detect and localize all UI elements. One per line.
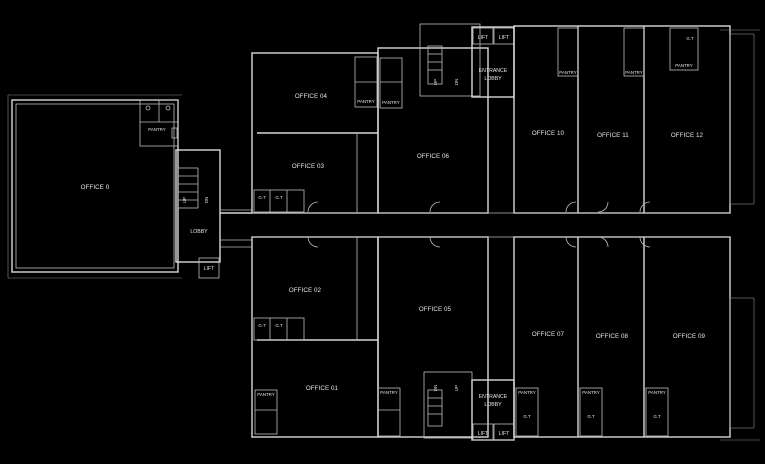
- office-08-label: OFFICE 08: [596, 333, 629, 340]
- gt-label-office-08: G.T: [587, 414, 595, 419]
- office-09-label: OFFICE 09: [673, 333, 706, 340]
- dn-label-lobby: DN: [204, 197, 209, 203]
- lift-label-top-1: LIFT: [478, 35, 489, 41]
- pantry-label-office-10: PANTRY: [559, 70, 576, 75]
- pantry-label-office-11: PANTRY: [625, 70, 642, 75]
- up-label-lobby: UP: [182, 197, 187, 203]
- lift-label-top-2: LIFT: [499, 35, 510, 41]
- left-column-block: [251, 52, 379, 438]
- entrance-lobby-top-line2: LOBBY: [484, 76, 502, 82]
- lift-label-bottom-2: LIFT: [499, 431, 510, 437]
- office-04-label: OFFICE 04: [295, 93, 328, 100]
- gt-label-office-02a: G.T: [258, 323, 266, 328]
- up-label-top: UP: [433, 79, 438, 85]
- lobby-block: [175, 149, 252, 279]
- lobby-label: LOBBY: [190, 229, 208, 235]
- pantry-label-office-01: PANTRY: [257, 392, 274, 397]
- office-03-label: OFFICE 03: [292, 163, 325, 170]
- pantry-label-office-04: PANTRY: [357, 99, 374, 104]
- office-01-label: OFFICE 01: [306, 385, 339, 392]
- entrance-lobby-bottom-line2: LOBBY: [484, 402, 502, 408]
- gt-label-office-02b: G.T: [275, 323, 283, 328]
- pantry-label-office-05: PANTRY: [380, 390, 397, 395]
- up-label-bottom: UP: [454, 385, 459, 391]
- office-12-label: OFFICE 12: [671, 132, 704, 139]
- gt-label-office-12: G.T: [686, 36, 694, 41]
- lift-label-bottom-1: LIFT: [478, 431, 489, 437]
- pantry-label-office-08: PANTRY: [582, 390, 599, 395]
- office-05-label: OFFICE 05: [419, 306, 452, 313]
- gt-label-office-03a: G.T: [258, 195, 266, 200]
- office-07-label: OFFICE 07: [532, 331, 565, 338]
- lift-label-left: LIFT: [204, 266, 215, 272]
- gt-label-office-07: G.T: [523, 414, 531, 419]
- office-10-label: OFFICE 10: [532, 130, 565, 137]
- gt-label-office-09: G.T: [653, 414, 661, 419]
- pantry-label-office-07: PANTRY: [518, 390, 535, 395]
- office-02-label: OFFICE 02: [289, 287, 322, 294]
- dn-label-bottom: DN: [433, 385, 438, 391]
- entrance-lobby-bottom-line1: ENTRANCE: [479, 394, 508, 400]
- pantry-label-office-06: PANTRY: [382, 100, 399, 105]
- entrance-lobby-top-line1: ENTRANCE: [479, 68, 508, 74]
- office-11-label: OFFICE 11: [597, 132, 629, 139]
- pantry-label-office-0: PANTRY: [148, 127, 165, 132]
- right-wing-block: [513, 25, 760, 441]
- office-0-label: OFFICE 0: [81, 184, 110, 191]
- dn-label-top: DN: [454, 79, 459, 85]
- pantry-label-office-12: PANTRY: [675, 63, 692, 68]
- main-corridor: [220, 212, 730, 238]
- office-06-label: OFFICE 06: [417, 153, 450, 160]
- pantry-label-office-09: PANTRY: [648, 390, 665, 395]
- gt-label-office-03b: G.T: [275, 195, 283, 200]
